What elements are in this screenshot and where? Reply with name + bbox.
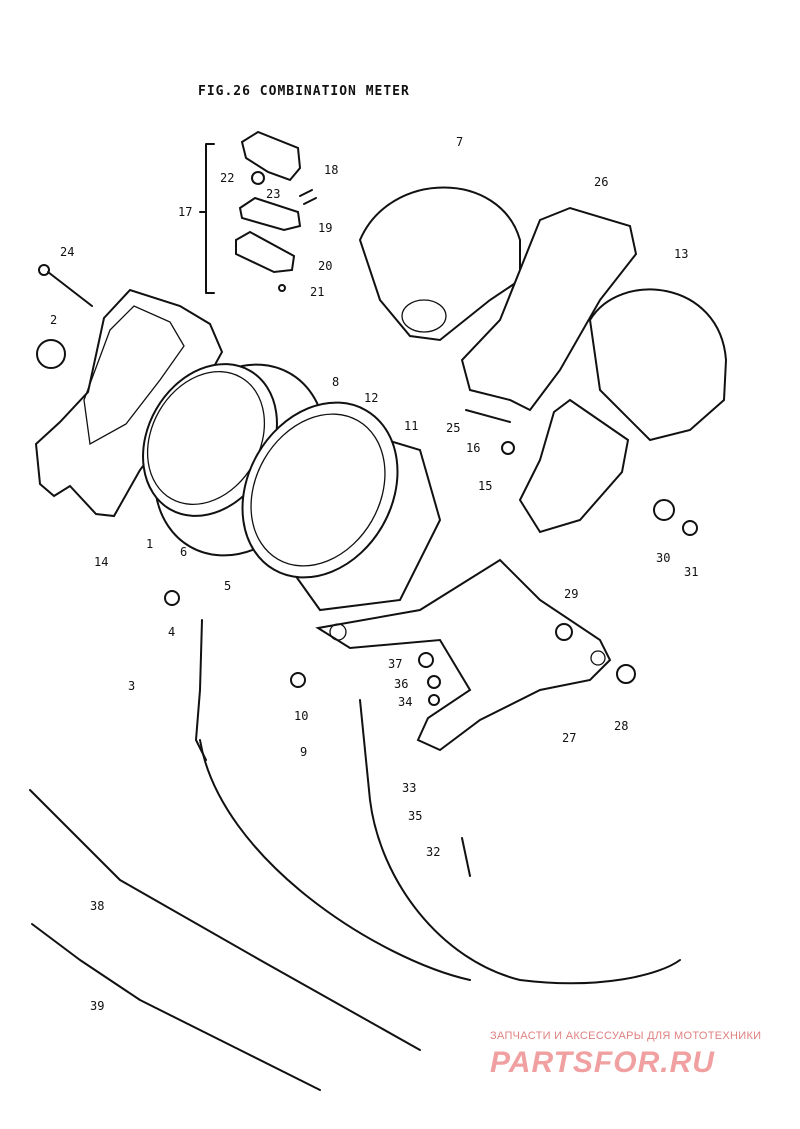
speedometer-assembly — [241, 401, 442, 612]
callout-19: 19 — [318, 221, 332, 235]
cover-13 — [588, 288, 728, 442]
callout-3: 3 — [128, 679, 135, 693]
callout-26: 26 — [594, 175, 608, 189]
callout-11: 11 — [404, 419, 418, 433]
cable-38 — [29, 789, 421, 1051]
callout-29: 29 — [564, 587, 578, 601]
callout-38: 38 — [90, 899, 104, 913]
callout-17: 17 — [178, 205, 192, 219]
callout-22: 22 — [220, 171, 234, 185]
callout-7: 7 — [456, 135, 463, 149]
callout-16: 16 — [466, 441, 480, 455]
bolt-32 — [461, 837, 471, 877]
bulb-16 — [501, 441, 515, 455]
callout-24: 24 — [60, 245, 74, 259]
cushion-29 — [555, 623, 573, 641]
nut-31 — [682, 520, 698, 536]
bracket-27 — [315, 558, 612, 752]
callout-30: 30 — [656, 551, 670, 565]
callout-31: 31 — [684, 565, 698, 579]
nut-37 — [418, 652, 434, 668]
bracket-group-17 — [199, 130, 317, 294]
cover-7 — [358, 186, 521, 342]
callout-35: 35 — [408, 809, 422, 823]
callout-25: 25 — [446, 421, 460, 435]
callout-2: 2 — [50, 313, 57, 327]
callout-6: 6 — [180, 545, 187, 559]
callout-27: 27 — [562, 731, 576, 745]
nut-2 — [36, 339, 66, 369]
washer-34 — [428, 694, 440, 706]
cover-26 — [460, 206, 638, 412]
callout-10: 10 — [294, 709, 308, 723]
bulb-4 — [164, 590, 180, 606]
washer-36 — [427, 675, 441, 689]
screw-25 — [465, 409, 511, 423]
callout-33: 33 — [402, 781, 416, 795]
watermark-subtitle: ЗАПЧАСТИ И АКСЕССУАРЫ ДЛЯ МОТОТЕХНИКИ — [490, 1030, 762, 1042]
bulb-10 — [290, 672, 306, 688]
harness-9 — [359, 699, 681, 985]
cable-39 — [31, 923, 321, 1091]
callout-34: 34 — [398, 695, 412, 709]
callout-14: 14 — [94, 555, 108, 569]
callout-1: 1 — [146, 537, 153, 551]
callout-32: 32 — [426, 845, 440, 859]
callout-36: 36 — [394, 677, 408, 691]
callout-12: 12 — [364, 391, 378, 405]
callout-9: 9 — [300, 745, 307, 759]
harness-3 — [199, 739, 471, 981]
callout-labels: 1 2 3 4 5 6 7 8 9 10 11 12 13 14 15 16 1… — [50, 135, 698, 1013]
wire-3 — [195, 619, 207, 761]
callout-39: 39 — [90, 999, 104, 1013]
callout-8: 8 — [332, 375, 339, 389]
bolt-24 — [38, 264, 93, 307]
washer-28 — [616, 664, 636, 684]
callout-20: 20 — [318, 259, 332, 273]
callout-21: 21 — [310, 285, 324, 299]
callout-18: 18 — [324, 163, 338, 177]
grommet-30 — [653, 499, 675, 521]
callout-4: 4 — [168, 625, 175, 639]
watermark-logo: PARTSFOR.RU — [490, 1046, 715, 1079]
callout-23: 23 — [266, 187, 280, 201]
socket-holder-15 — [518, 398, 630, 534]
callout-13: 13 — [674, 247, 688, 261]
callout-15: 15 — [478, 479, 492, 493]
figure-title: FIG.26 COMBINATION METER — [198, 84, 410, 99]
callout-5: 5 — [224, 579, 231, 593]
housing-14 — [34, 288, 224, 518]
callout-28: 28 — [614, 719, 628, 733]
callout-37: 37 — [388, 657, 402, 671]
